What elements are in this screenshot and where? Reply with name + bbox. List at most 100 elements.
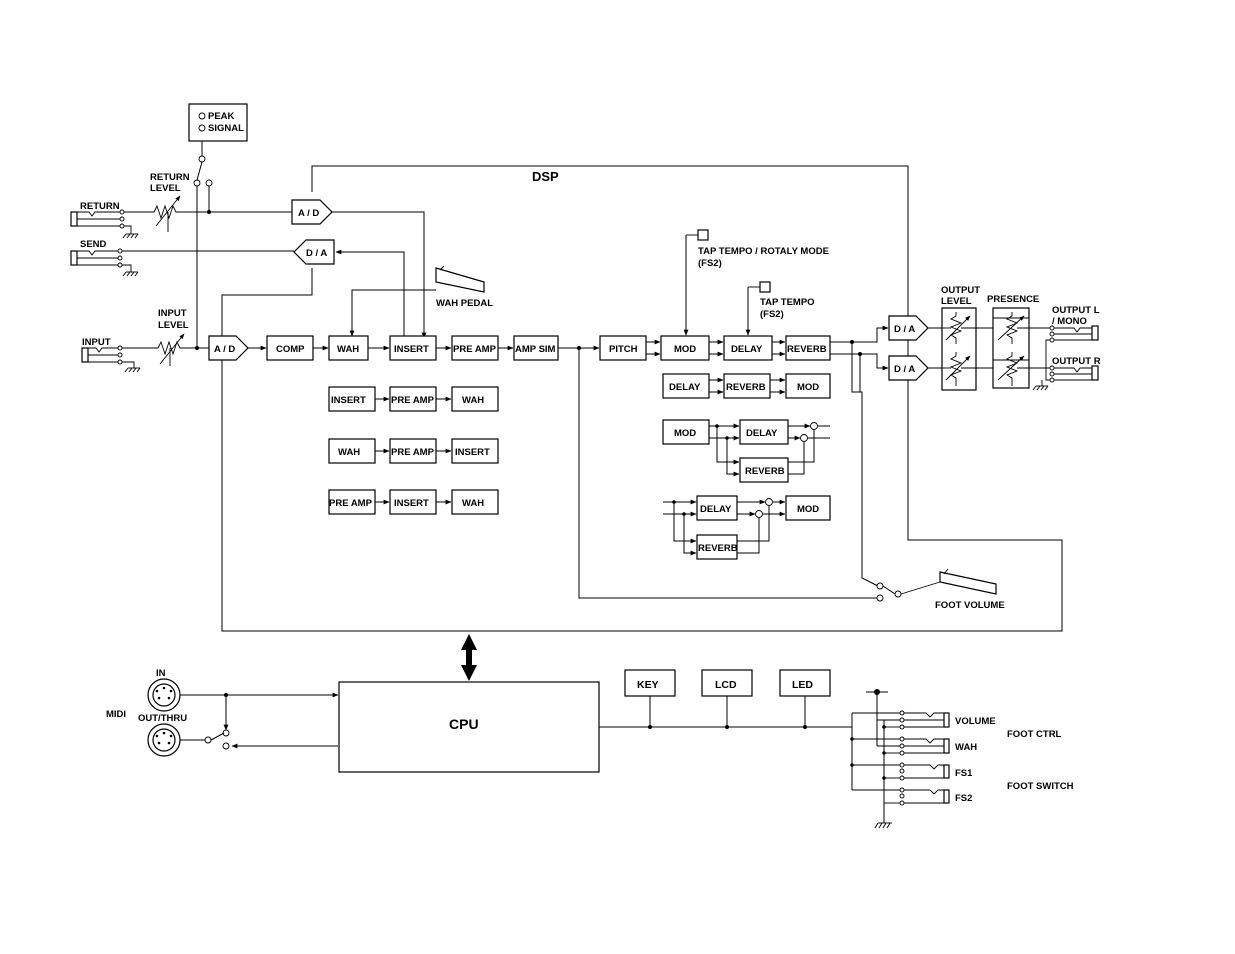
alt-effect-1-a: DELAY <box>669 382 701 393</box>
ad-input-label: A / D <box>214 344 235 355</box>
signal-label: SIGNAL <box>208 123 244 134</box>
da-send-label: D / A <box>306 248 327 259</box>
foot-ctrl-label: FOOT CTRL <box>1007 729 1062 740</box>
tap-tempo-rotary-switch[interactable]: TAP TEMPO / ROTALY MODE (FS2) <box>683 229 829 336</box>
cpu-block: CPU <box>338 681 600 773</box>
input-label: INPUT <box>82 337 111 348</box>
da-right-label: D / A <box>894 364 915 375</box>
return-level-label-2: LEVEL <box>150 183 181 194</box>
peak-label: PEAK <box>208 111 235 122</box>
alt-effect-2-c: REVERB <box>745 466 785 477</box>
alt-effect-1-b: REVERB <box>726 382 766 393</box>
input-level-pot[interactable]: INPUT LEVEL <box>122 308 209 366</box>
tap-tempo-switch[interactable]: TAP TEMPO (FS2) <box>745 281 815 336</box>
alt-order-1-a: INSERT <box>331 395 366 406</box>
amp-sim-label: AMP SIM <box>515 344 556 355</box>
delay-label: DELAY <box>731 344 763 355</box>
cpu-label: CPU <box>449 716 479 732</box>
ad-return-label: A / D <box>298 208 319 219</box>
midi-out-label: OUT/THRU <box>138 713 187 724</box>
alt-order-2-b: PRE AMP <box>391 447 435 458</box>
output-r-jack[interactable]: OUTPUT R <box>1032 339 1101 391</box>
send-label: SEND <box>80 239 107 250</box>
dsp-region: DSP <box>221 165 1063 632</box>
wah-pedal[interactable]: WAH PEDAL <box>349 265 493 337</box>
alt-effect-3-c: REVERB <box>698 543 738 554</box>
input-level-label-1: INPUT <box>158 308 187 319</box>
pitch-label: PITCH <box>609 344 638 355</box>
alt-order-2-c: INSERT <box>455 447 490 458</box>
alt-effect-3-b: MOD <box>797 504 819 515</box>
alt-order-1-c: WAH <box>462 395 484 406</box>
output-l-label-1: OUTPUT L <box>1052 305 1100 316</box>
foot-volume-label: FOOT VOLUME <box>935 600 1005 611</box>
insert-block: INSERT <box>389 335 437 361</box>
comp-block: COMP <box>266 335 314 361</box>
alt-effect-3-a: DELAY <box>700 504 732 515</box>
da-right-block: D / A <box>888 355 929 381</box>
foot-wah-jack-label: WAH <box>955 742 977 753</box>
foot-volume-jack-label: VOLUME <box>955 716 996 727</box>
alt-order-3-a: PRE AMP <box>329 498 373 509</box>
output-l-label-2: / MONO <box>1052 316 1087 327</box>
peak-signal-indicator: PEAK SIGNAL <box>188 103 248 348</box>
delay-block: DELAY <box>723 335 773 361</box>
wah-label: WAH <box>337 344 359 355</box>
output-l-mono-jack[interactable]: OUTPUT L / MONO <box>1049 305 1100 343</box>
output-level-pot[interactable]: OUTPUT LEVEL <box>941 285 994 391</box>
lcd-block: LCD <box>701 669 753 727</box>
ad-return-block: A / D <box>291 199 333 225</box>
key-label: KEY <box>637 679 659 691</box>
alt-effect-1: DELAY REVERB MOD <box>662 373 831 399</box>
midi-label: MIDI <box>106 709 126 720</box>
da-left-label: D / A <box>894 324 915 335</box>
alt-effect-2-b: DELAY <box>746 428 778 439</box>
presence-pot[interactable]: PRESENCE <box>987 294 1050 389</box>
input-jack[interactable]: INPUT <box>81 337 141 373</box>
amp-sim-block: AMP SIM <box>513 335 559 361</box>
dsp-cpu-bus-arrow <box>461 634 477 681</box>
foot-fs1-jack-label: FS1 <box>955 768 973 779</box>
wah-pedal-label: WAH PEDAL <box>436 298 493 309</box>
foot-fs2-jack-label: FS2 <box>955 793 972 804</box>
alt-order-2: WAH PRE AMP INSERT <box>328 438 499 464</box>
led-block: LED <box>779 669 831 727</box>
foot-switch-label: FOOT SWITCH <box>1007 781 1074 792</box>
return-jack[interactable]: RETURN <box>70 201 146 239</box>
tap-tempo-label-2: (FS2) <box>760 309 784 320</box>
alt-order-1: INSERT PRE AMP WAH <box>328 386 499 412</box>
mod-block: MOD <box>660 335 710 361</box>
tap-tempo-rotary-label-2: (FS2) <box>698 258 722 269</box>
presence-label: PRESENCE <box>987 294 1039 305</box>
foot-ctrl-section[interactable]: VOLUME WAH FS1 FS2 FOOT CTRL FOOT S <box>850 689 1074 829</box>
mod-label: MOD <box>674 344 696 355</box>
dsp-label: DSP <box>532 169 559 184</box>
led-label: LED <box>792 679 813 691</box>
input-level-label-2: LEVEL <box>158 320 189 331</box>
alt-effect-2-a: MOD <box>674 428 696 439</box>
send-jack[interactable]: SEND <box>70 239 294 277</box>
foot-volume-pedal[interactable]: FOOT VOLUME <box>900 568 1005 611</box>
alt-effect-2: MOD DELAY REVERB <box>662 419 830 483</box>
pre-amp-block: PRE AMP <box>451 335 499 361</box>
alt-order-3-b: INSERT <box>394 498 429 509</box>
output-r-label: OUTPUT R <box>1052 356 1101 367</box>
alt-order-3: PRE AMP INSERT WAH <box>328 489 499 515</box>
alt-order-2-a: WAH <box>338 447 360 458</box>
reverb-block: REVERB <box>785 335 831 361</box>
alt-order-1-b: PRE AMP <box>391 395 435 406</box>
key-block: KEY <box>624 669 676 727</box>
return-label: RETURN <box>80 201 120 212</box>
alt-effect-1-c: MOD <box>797 382 819 393</box>
alt-order-3-c: WAH <box>462 498 484 509</box>
output-level-label-1: OUTPUT <box>941 285 980 296</box>
pitch-block: PITCH <box>599 335 647 361</box>
comp-label: COMP <box>276 344 305 355</box>
lcd-label: LCD <box>715 679 737 691</box>
return-level-pot[interactable]: RETURN LEVEL <box>146 172 292 232</box>
tap-tempo-label-1: TAP TEMPO <box>760 297 815 308</box>
pre-amp-label: PRE AMP <box>453 344 497 355</box>
da-send-block: D / A <box>293 239 335 265</box>
midi-ports[interactable]: MIDI IN OUT/THRU <box>106 668 339 757</box>
